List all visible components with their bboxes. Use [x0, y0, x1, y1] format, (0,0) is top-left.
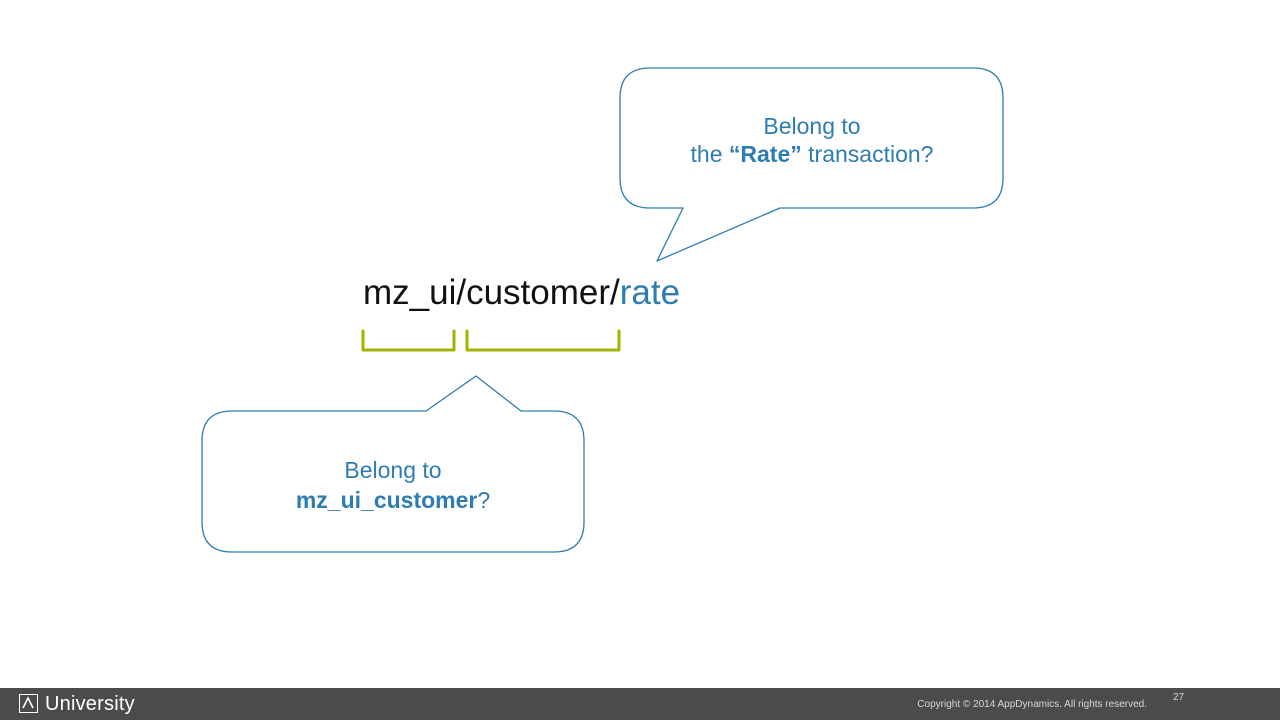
callout-bottom-bubble — [201, 375, 585, 553]
callout-top-bubble — [619, 67, 1004, 262]
callout-top-line2: the “Rate” transaction? — [640, 140, 984, 168]
callout-top-text: Belong to the “Rate” transaction? — [640, 112, 984, 168]
page-number: 27 — [1173, 692, 1185, 703]
bracket-segment-2 — [465, 329, 621, 352]
appdynamics-logo-icon — [19, 694, 38, 713]
brand-name: University — [45, 693, 135, 715]
callout-top-line2-pre: the — [690, 141, 729, 167]
callout-top-rate-label: “Rate” — [728, 141, 802, 167]
url-path-prefix: mz_ui/customer/ — [363, 273, 620, 312]
callout-bottom-line1: Belong to — [344, 457, 442, 483]
callout-bottom-app-name: mz_ui_customer — [295, 487, 478, 513]
bracket-segment-1 — [361, 329, 456, 352]
callout-bottom-line2: mz_ui_customer? — [202, 485, 584, 515]
callout-bottom-line2-post: ? — [477, 487, 491, 513]
footer-bar: University Copyright © 2014 AppDynamics.… — [0, 688, 1280, 720]
callout-bottom-text: Belong to mz_ui_customer? — [202, 455, 584, 515]
url-path: mz_ui/customer/rate — [363, 271, 680, 315]
callout-top-line2-post: transaction? — [801, 141, 934, 167]
callout-top-line1: Belong to — [763, 113, 861, 139]
url-path-last-segment: rate — [619, 273, 681, 312]
copyright-text: Copyright © 2014 AppDynamics. All rights… — [917, 699, 1147, 710]
